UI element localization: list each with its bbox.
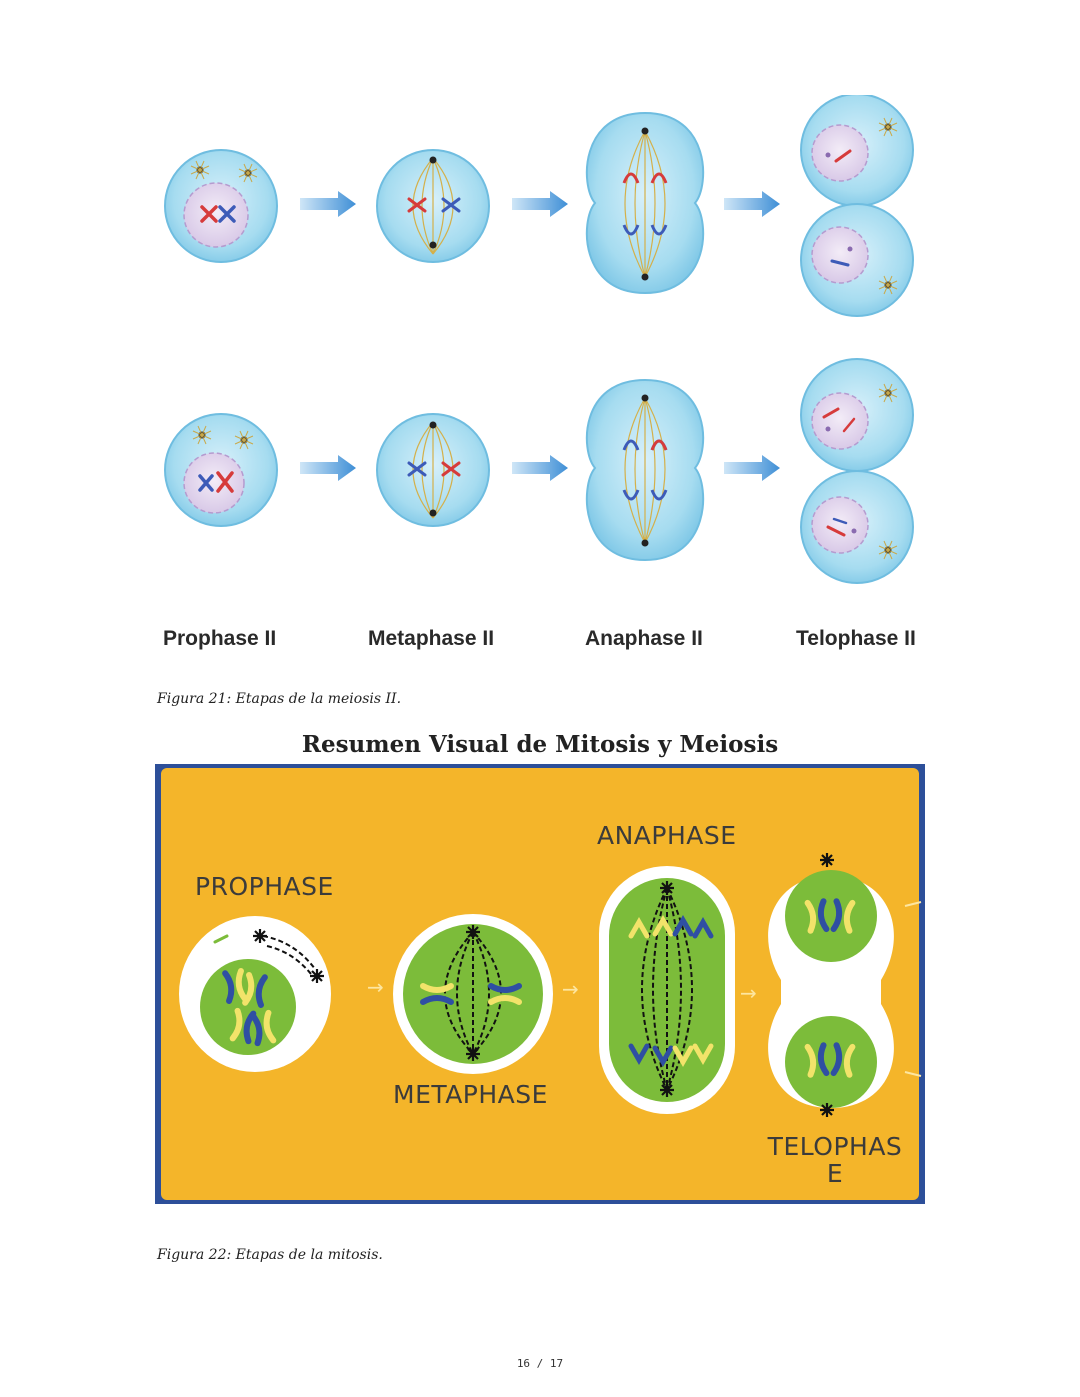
stage-label-metaphase-ii: Metaphase II: [368, 627, 495, 650]
row1-metaphase-cell: [376, 149, 490, 263]
page-number: 16 / 17: [516, 1357, 564, 1370]
row1-anaphase-cell: [585, 111, 705, 295]
mitosis-metaphase-cell: [393, 914, 553, 1074]
stage-label-telophase-ii: Telophase II: [796, 627, 916, 650]
figure-22-caption: Figura 22: Etapas de la mitosis.: [157, 1247, 383, 1263]
figure-21-caption: Figura 21: Etapas de la meiosis II.: [157, 691, 402, 707]
label-telophase-line1: TELOPHAS: [767, 1132, 903, 1161]
svg-text:→: →: [367, 975, 384, 999]
mitosis-prophase-cell: [179, 916, 331, 1072]
svg-text:→: →: [562, 977, 579, 1001]
row2-anaphase-cell: [585, 378, 705, 562]
row2-prophase-cell: [164, 413, 278, 527]
mitosis-telophase-cells: [768, 851, 922, 1119]
svg-text:→: →: [740, 981, 757, 1005]
label-telophase: TELOPHAS E: [762, 1133, 908, 1187]
row2-telophase-cells: [800, 358, 914, 584]
mitosis-anaphase-cell: [599, 866, 735, 1114]
stage-label-prophase-ii: Prophase II: [163, 627, 277, 650]
stage-label-anaphase-ii: Anaphase II: [585, 627, 703, 650]
label-anaphase: ANAPHASE: [597, 821, 737, 850]
label-metaphase: METAPHASE: [393, 1080, 548, 1109]
row2-metaphase-cell: [376, 413, 490, 527]
label-prophase: PROPHASE: [195, 872, 334, 901]
row1-prophase-cell: [164, 149, 278, 263]
section-title: Resumen Visual de Mitosis y Meiosis: [301, 731, 779, 758]
meiosis-ii-figure: [164, 95, 914, 584]
label-telophase-line2: E: [826, 1159, 844, 1188]
mitosis-figure: → → →: [155, 764, 925, 1204]
row1-telophase-cells: [800, 95, 914, 317]
